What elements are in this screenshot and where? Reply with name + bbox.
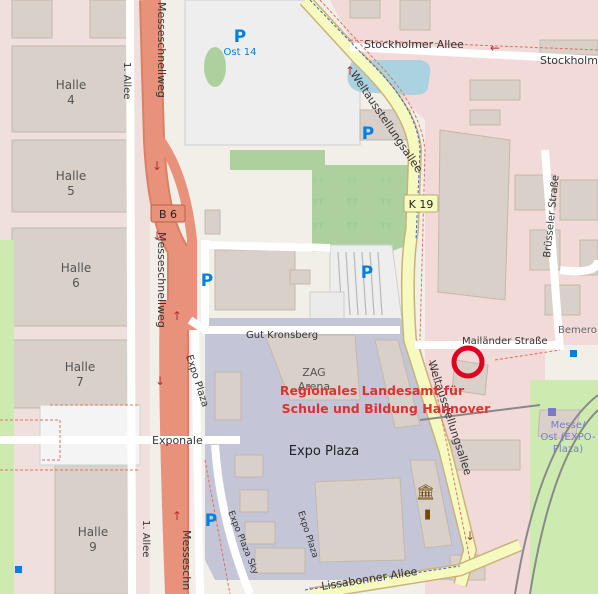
parking-icon-ost14[interactable]: P	[234, 27, 246, 47]
cycleways	[304, 0, 461, 591]
woodland	[312, 178, 408, 248]
svg-text:↑: ↑	[172, 509, 182, 523]
railway	[514, 394, 598, 594]
small-building-a	[309, 291, 345, 323]
parking-label-ost14: Ost 14	[224, 47, 257, 58]
parking-icon-center[interactable]: P	[361, 263, 373, 283]
b6-shield	[150, 204, 186, 223]
street-label-messeschnellweg-north: Messeschnellweg	[155, 2, 168, 98]
weltausstellungsallee-fill	[300, 0, 476, 587]
street-label-stockholm: Stockholm	[540, 54, 598, 67]
motorway-ramp-south	[159, 299, 175, 594]
svg-text:↑: ↑	[345, 64, 355, 78]
expo-plaza-label: Expo Plaza	[289, 444, 359, 459]
poi-name-line1: Regionales Landesamt für	[280, 383, 465, 398]
museum-icon[interactable]: 🏛	[416, 483, 435, 501]
k19-shield-label: K 19	[409, 198, 434, 211]
poi-marker-circle[interactable]	[451, 345, 485, 379]
parking-stripes	[337, 251, 383, 316]
bus-stop-icon[interactable]	[570, 350, 577, 357]
street-label-mailaender-strasse: Mailänder Straße	[462, 336, 548, 347]
lissabonner-allee-fill	[309, 540, 522, 594]
street-label-exponale: Exponale	[152, 434, 203, 447]
station-icon[interactable]	[548, 408, 556, 416]
oneway-arrows: ↓ ↓ ↓ ↑ ↑ ↑ ↓ ←	[152, 41, 500, 543]
svg-text:←: ←	[490, 41, 500, 55]
street-label-1-allee-south: 1. Allee	[140, 520, 151, 557]
street-label-1-allee-north: 1. Allee	[121, 62, 132, 99]
place-label-bemero: Bemero	[558, 325, 597, 336]
tram-line	[419, 404, 541, 421]
parking-icon-west[interactable]: P	[201, 271, 213, 291]
tree-cluster	[204, 47, 226, 87]
street-label-gut-kronsberg: Gut Kronsberg	[246, 330, 318, 341]
b6-shield-label: B 6	[159, 208, 177, 221]
buildings-plaza	[204, 109, 453, 574]
parking-icon-south[interactable]: P	[205, 511, 217, 531]
svg-text:↓: ↓	[152, 159, 162, 173]
street-label-messeschnellweg-mid: Messeschnellweg	[155, 232, 168, 328]
grass-strip-west	[0, 240, 14, 594]
svg-text:↓: ↓	[152, 229, 162, 243]
svg-text:↓: ↓	[465, 529, 475, 543]
parking-icon-north[interactable]: P	[362, 124, 374, 144]
exhibition-halls	[11, 0, 131, 594]
k19-shield	[403, 194, 439, 213]
svg-text:↑: ↑	[172, 309, 182, 323]
street-label-messeschnellweg-south: Messeschn	[180, 530, 193, 590]
parking-lot-ost14	[184, 0, 361, 146]
library-icon[interactable]: ▮	[424, 507, 431, 522]
transit-icon[interactable]	[15, 566, 22, 573]
street-label-stockholmer-allee: Stockholmer Allee	[364, 38, 464, 51]
exponale-bridge-area	[39, 404, 141, 466]
poi-name-line2: Schule und Bildung Hannover	[282, 401, 491, 416]
station-label: Messe/Ost (EXPO-Plaza)	[540, 420, 595, 455]
motorway-ramp	[155, 137, 197, 330]
svg-text:↓: ↓	[155, 374, 165, 388]
